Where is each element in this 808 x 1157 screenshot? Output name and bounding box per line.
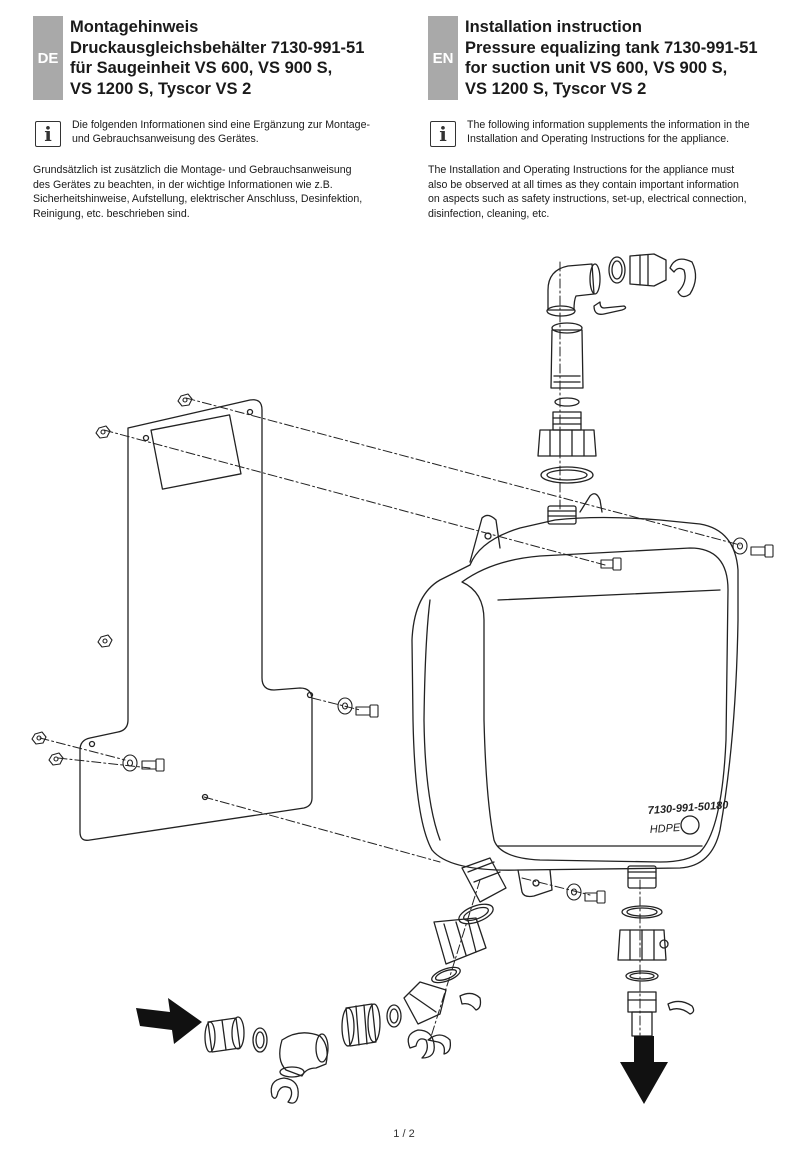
page-number: 1 / 2 — [393, 1128, 415, 1140]
language-badge-de: DE — [33, 16, 63, 100]
title-line: für Saugeinheit VS 600, VS 900 S, — [70, 59, 333, 77]
title-line: Installation instruction — [465, 18, 642, 36]
title-line: VS 1200 S, Tyscor VS 2 — [465, 79, 647, 98]
body-line: Grundsätzlich ist zusätzlich die Montage… — [33, 164, 352, 176]
info-line: Die folgenden Informationen sind eine Er… — [72, 119, 370, 131]
body-line: The Installation and Operating Instructi… — [428, 164, 735, 176]
arrow-down-icon — [620, 1036, 668, 1104]
title-de: Montagehinweis Druckausgleichsbehälter 7… — [70, 17, 364, 99]
info-icon: i — [430, 121, 456, 147]
installation-drawing: 7130-991-50180 HDPE — [31, 253, 774, 1104]
info-line: und Gebrauchsanweisung des Gerätes. — [72, 133, 259, 145]
mounting-plate — [79, 399, 314, 841]
pressure-tank — [411, 493, 739, 903]
body-line: Reinigung, etc. beschrieben sind. — [33, 207, 190, 220]
outlet-parts — [617, 905, 695, 1037]
title-line: VS 1200 S, Tyscor VS 2 — [70, 79, 252, 98]
title-line: Montagehinweis — [70, 18, 199, 36]
body-line: des Gerätes zu beachten, in der wichtige… — [33, 178, 333, 191]
body-line: on aspects such as safety instructions, … — [428, 193, 747, 205]
info-icon: i — [35, 121, 61, 147]
title-en: Installation instruction Pressure equali… — [465, 17, 758, 99]
body-line: also be observed at all times as they co… — [428, 178, 739, 191]
nuts — [31, 393, 193, 766]
info-line: The following information supplements th… — [467, 119, 750, 131]
body-text-en: The Installation and Operating Instructi… — [428, 163, 773, 221]
title-line: Druckausgleichsbehälter 7130-991-51 — [70, 38, 365, 57]
tank-label-material: HDPE — [649, 822, 681, 836]
alignment-lines — [39, 261, 741, 1041]
language-badge-en: EN — [428, 16, 458, 100]
body-line: Sicherheitshinweise, Aufstellung, elektr… — [33, 193, 363, 205]
title-line: for suction unit VS 600, VS 900 S, — [465, 59, 728, 77]
title-line: Pressure equalizing tank 7130-991-51 — [465, 38, 758, 57]
body-text-de: Grundsätzlich ist zusätzlich die Montage… — [33, 163, 378, 221]
tank-label-code: 7130-991-50180 — [647, 799, 729, 817]
info-line: Installation and Operating Instructions … — [467, 133, 730, 145]
top-connection-parts — [537, 253, 697, 484]
body-line: disinfection, cleaning, etc. — [428, 207, 550, 220]
inlet-parts — [204, 903, 494, 1104]
arrow-right-icon — [136, 998, 202, 1044]
washers-and-screws — [122, 537, 774, 904]
